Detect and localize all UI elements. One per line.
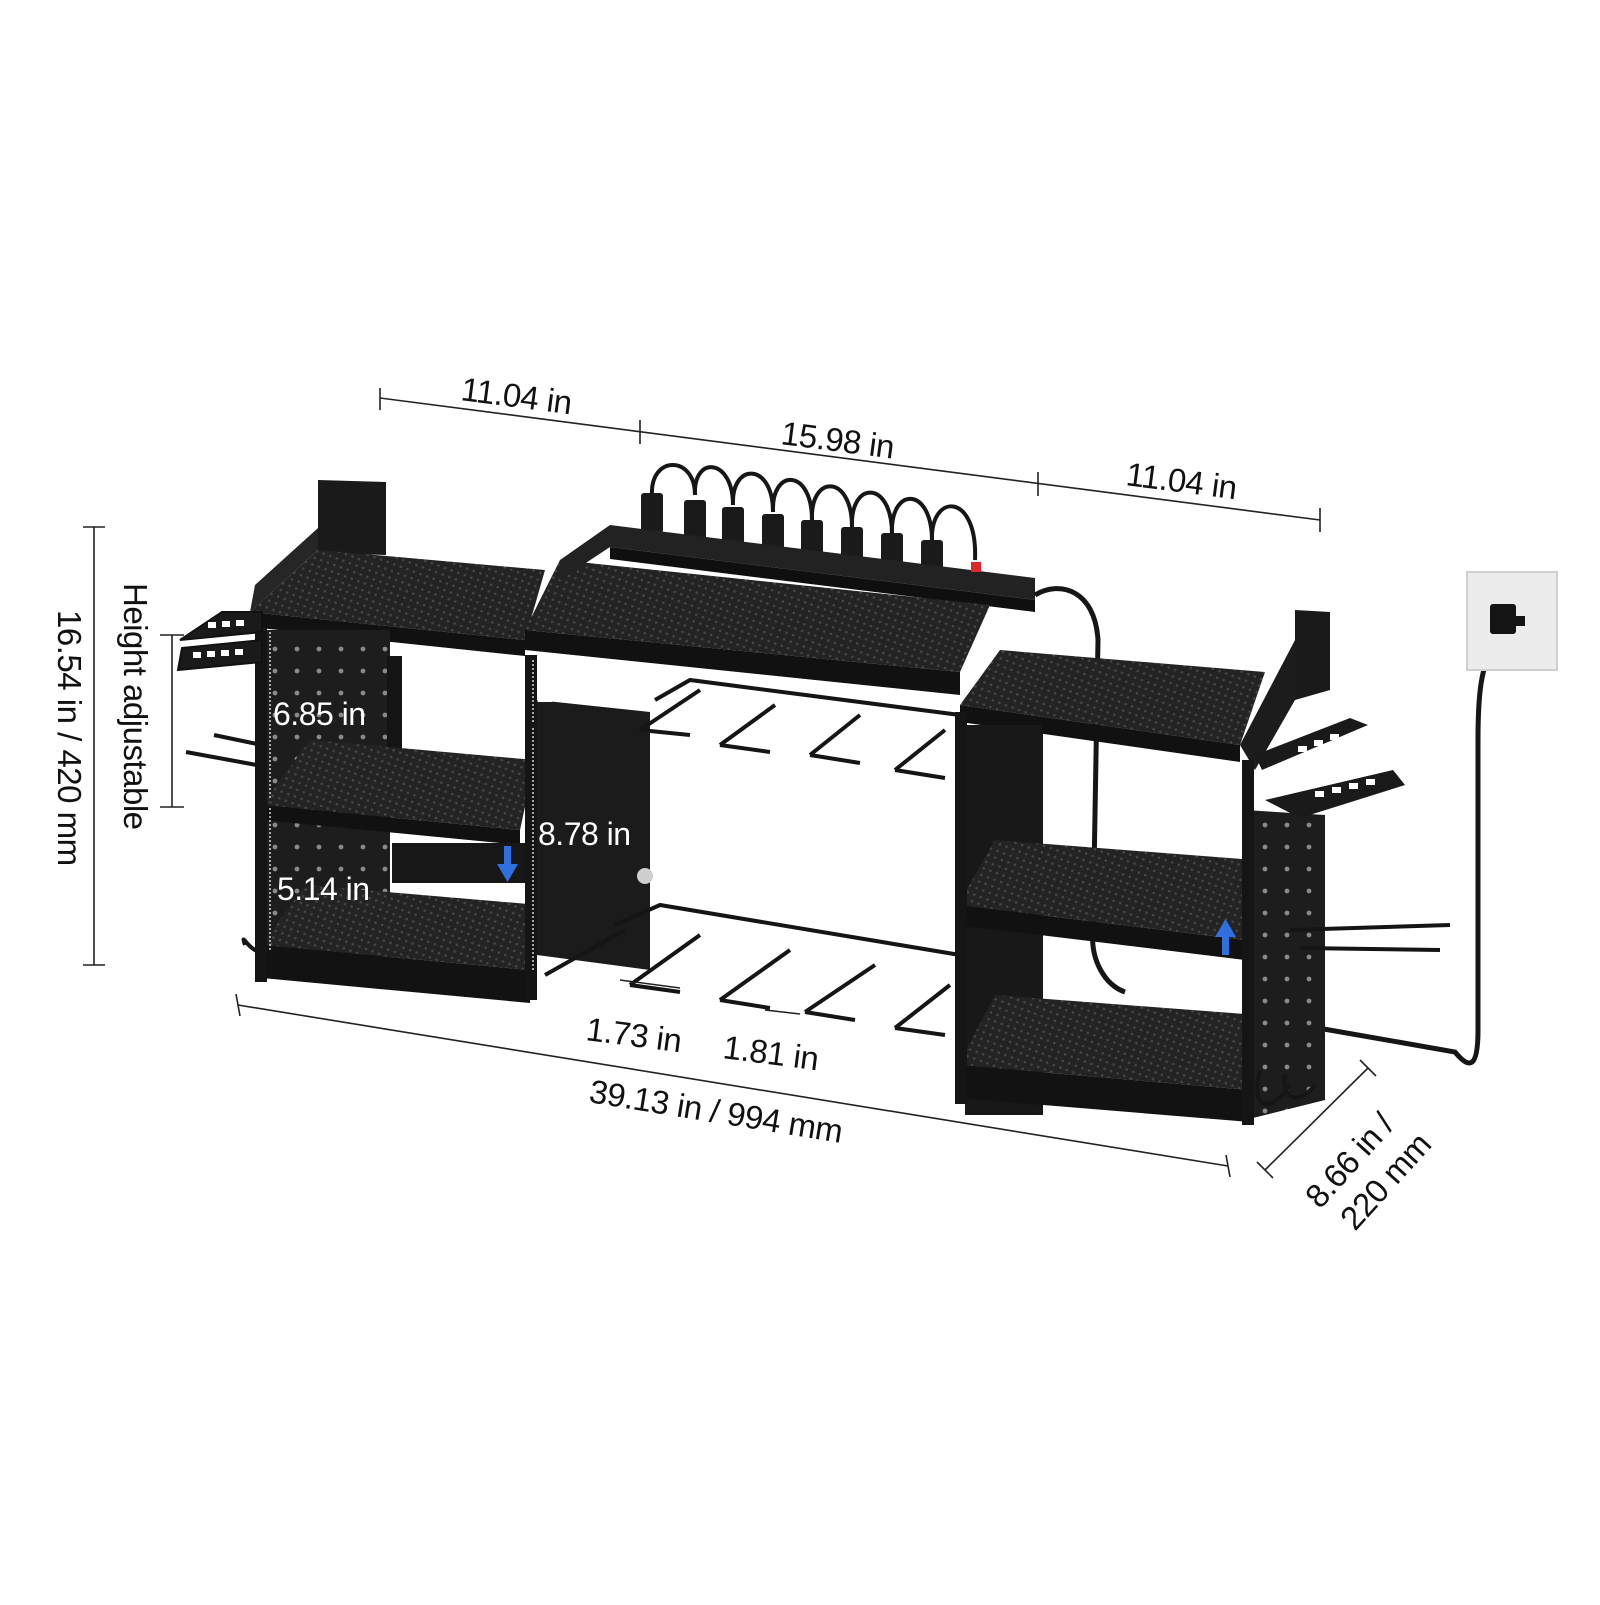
power-switch-icon bbox=[971, 562, 981, 572]
label-height-adjustable: Height adjustable bbox=[117, 583, 154, 830]
slot-dimension-lines bbox=[619, 979, 801, 1015]
keyhole-mount bbox=[637, 868, 653, 884]
top-dimension-lines bbox=[379, 388, 1321, 532]
dim-center-upper-gap: 2.68 in bbox=[536, 673, 629, 709]
dim-top-left: 11.04 in bbox=[459, 370, 574, 421]
dim-slot-a: 1.73 in bbox=[584, 1010, 684, 1059]
bottom-dimension-line bbox=[235, 993, 1231, 1178]
dim-total-width: 39.13 in / 994 mm bbox=[587, 1072, 845, 1149]
arrow-up-icon bbox=[1215, 919, 1236, 955]
dim-center-lower-gap: 8.78 in bbox=[538, 816, 631, 852]
depth-dimension-line bbox=[1256, 1059, 1377, 1179]
height-dimension-lines bbox=[83, 526, 184, 966]
dim-left-lower-gap: 5.14 in bbox=[277, 871, 370, 907]
dim-top-right: 11.04 in bbox=[1124, 455, 1239, 506]
dim-left-upper-gap: 6.85 in bbox=[273, 696, 366, 732]
right-tool-holder bbox=[1255, 718, 1451, 1107]
wall-outlet-icon bbox=[1466, 571, 1558, 671]
inner-measure-lines bbox=[269, 632, 534, 972]
dim-total-height: 16.54 in / 420 mm bbox=[51, 610, 88, 866]
left-shelf-unit bbox=[250, 480, 545, 1003]
left-tool-holder bbox=[176, 611, 263, 954]
dim-slot-b: 1.81 in bbox=[721, 1028, 821, 1077]
right-shelf-unit bbox=[955, 610, 1330, 1125]
center-shelf-unit bbox=[525, 525, 990, 1037]
arrow-down-icon bbox=[497, 846, 518, 882]
dim-top-center: 15.98 in bbox=[779, 414, 896, 465]
power-strip-icon bbox=[610, 463, 1035, 612]
